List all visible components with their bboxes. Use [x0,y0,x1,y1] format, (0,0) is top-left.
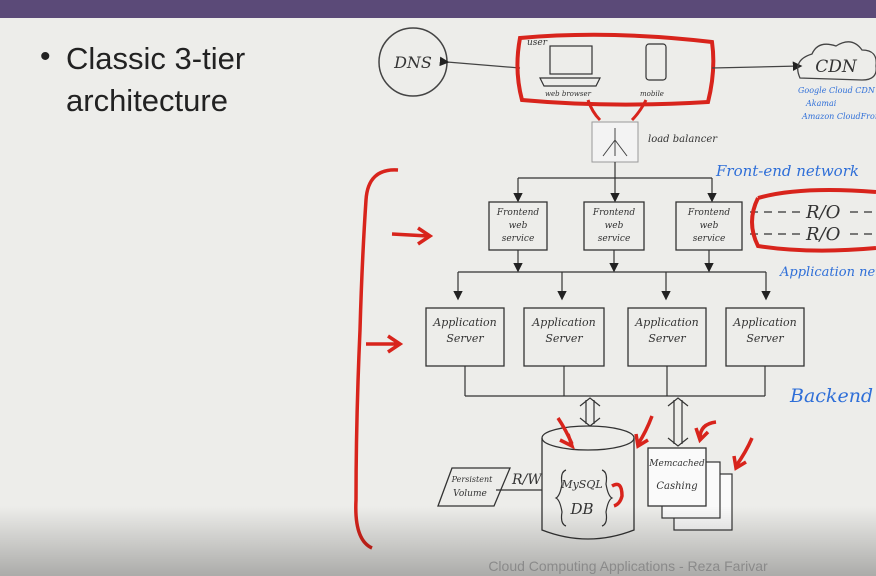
laptop-icon [549,45,593,75]
db-label-2: DB [569,500,593,518]
db-double-arrow [579,397,601,427]
user-highlight-outline [515,32,716,107]
svg-text:Frontend: Frontend [496,208,540,218]
dns-user-link [439,56,521,69]
svg-text:Application: Application [634,316,698,329]
memcached-label-2: Cashing [656,481,697,492]
application-server-3: Application Server [627,307,707,367]
svg-text:service: service [693,234,726,244]
application-network-label: Application network [779,265,876,280]
red-arrow-lb-right [630,99,648,122]
application-server-2: Application Server [523,307,605,367]
cdn-label: CDN [815,57,858,77]
frontend-server-2: Frontend web service [583,201,645,251]
ro-label-2: R/O [805,224,841,245]
red-mark-db [611,482,624,508]
dns-node: DNS [378,27,448,97]
red-arrow-cache-1 [634,415,654,449]
svg-text:Server: Server [746,332,784,345]
cdn-provider-1: Google Cloud CDN [798,86,876,95]
mysql-db: MySQL DB [541,425,635,540]
memcached-label-1: Memcached [648,459,705,469]
load-balancer-label: load balancer [648,134,718,145]
persistent-label-2: Volume [453,489,487,499]
slide-footer: Cloud Computing Applications - Reza Fari… [488,558,768,574]
application-server-4: Application Server [725,307,805,367]
cache-double-arrow [667,397,689,447]
user-cdn-link [711,61,803,71]
svg-text:web: web [509,221,528,231]
red-arrow-db [556,417,575,450]
bullet-dot-icon: • [40,40,51,73]
user-label: user [527,38,548,48]
cdn-provider-3: Amazon CloudFront [801,112,876,121]
svg-text:Server: Server [545,332,583,345]
frontend-server-3: Frontend web service [675,201,743,251]
red-annotations [354,168,754,550]
bullet-text: Classic 3-tier architecture [66,38,245,122]
red-arrow-app [366,334,404,354]
frontend-server-1: Frontend web service [488,201,548,251]
bullet-line-2: architecture [66,83,228,118]
frontend-network-label: Front-end network [715,162,859,180]
read-only-links: R/O R/O [750,188,876,253]
svg-text:web: web [605,221,624,231]
db-label-1: MySQL [560,478,602,491]
dns-label: DNS [393,53,432,72]
bullet-line-1: Classic 3-tier [66,41,246,76]
web-browser-label: web browser [545,90,592,98]
svg-text:Application: Application [531,316,595,329]
load-balancer: load balancer [591,121,718,163]
persistent-label-1: Persistent [451,475,493,484]
cdn-provider-2: Akamai [805,99,837,108]
rw-label: R/W [511,472,543,488]
svg-text:web: web [700,221,719,231]
persistent-volume: Persistent Volume R/W [437,467,543,507]
application-server-1: Application Server [425,307,505,367]
red-arrow-lb-left [586,99,602,122]
svg-text:Server: Server [446,332,484,345]
svg-text:Frontend: Frontend [687,208,731,218]
red-arrow-frontend [391,226,434,246]
red-bracket [354,168,399,550]
ro-highlight-outline [750,188,876,253]
ro-label-1: R/O [805,202,841,223]
memcached: Memcached Cashing [647,447,733,531]
red-arrow-cache-2 [694,420,717,444]
svg-text:Application: Application [432,316,496,329]
svg-text:service: service [598,234,631,244]
user-group: user web browser mobile [515,32,716,107]
red-arrow-cache-3 [732,437,754,471]
svg-text:Server: Server [648,332,686,345]
svg-text:Application: Application [732,316,796,329]
slide-top-bar [0,0,876,18]
cloud-icon [797,41,876,81]
svg-text:Frontend: Frontend [592,208,636,218]
video-bottom-shade [0,506,876,576]
mobile-label: mobile [640,90,664,98]
cdn-node: CDN Google Cloud CDN Akamai Amazon Cloud… [797,41,876,121]
svg-text:service: service [502,234,535,244]
mobile-icon [645,43,667,81]
backend-label: Backend [789,385,873,407]
